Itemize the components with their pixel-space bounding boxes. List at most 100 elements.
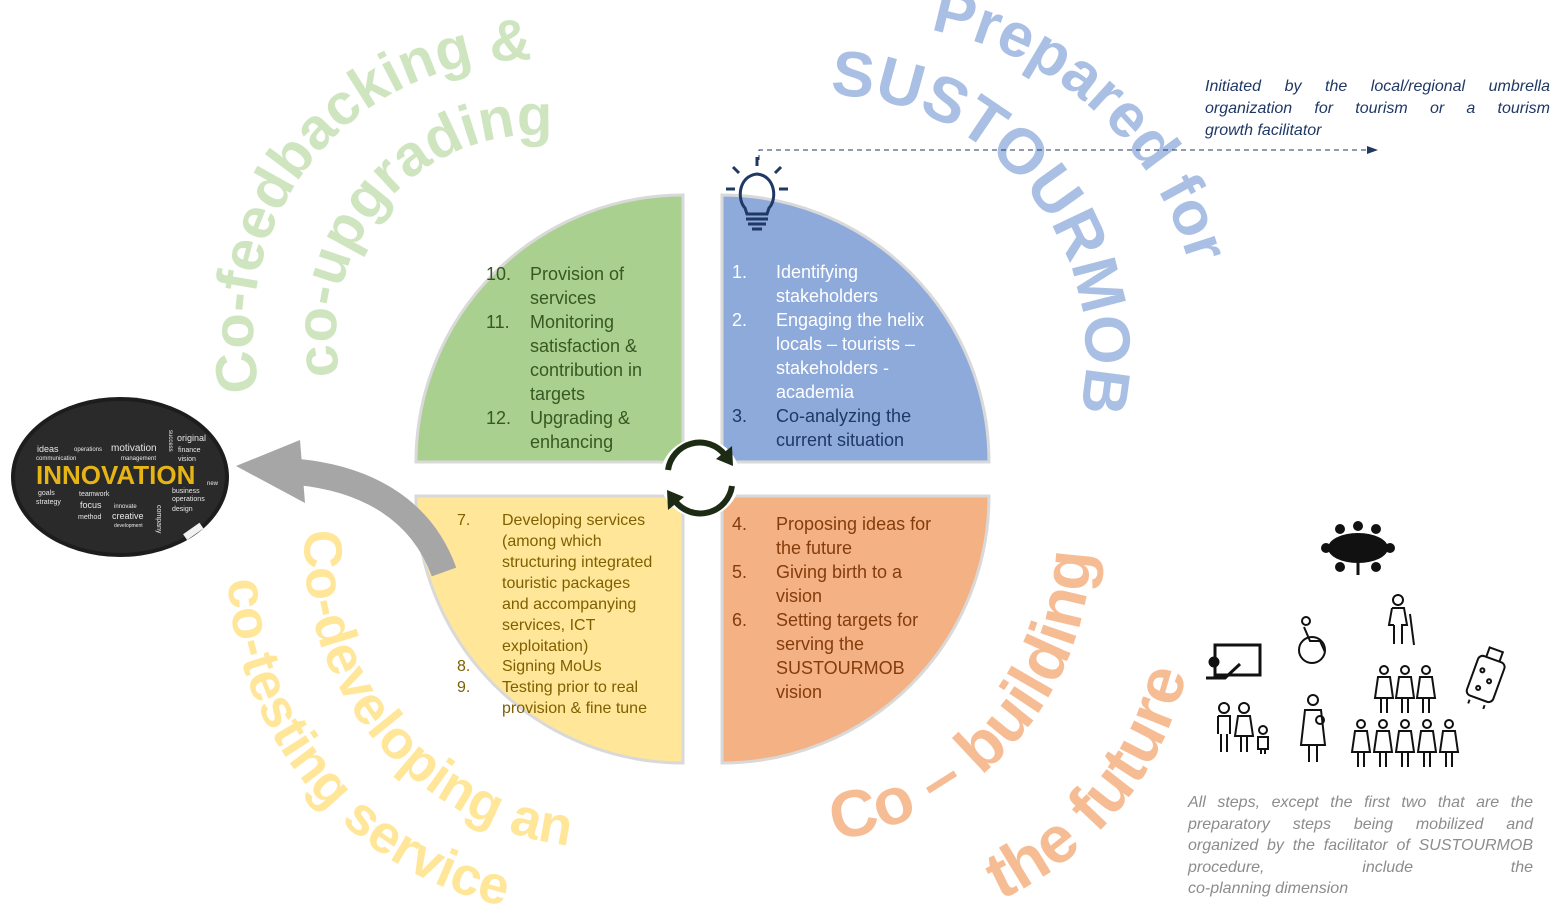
board-word: operations [74, 447, 102, 453]
board-word: original [177, 433, 206, 443]
step-7-line1: Developing services [502, 512, 645, 529]
step-7-line2: (among which [502, 533, 602, 550]
step-11-number: 11. [486, 312, 510, 332]
step-8-number: 8. [457, 658, 470, 675]
cycle-arrows-icon [660, 438, 740, 518]
lightbulb-icon [726, 157, 788, 231]
board-word: communication [36, 456, 76, 462]
step-12-line2: enhancing [530, 432, 613, 452]
board-word: management [121, 456, 156, 462]
curved-arrow-to-innovation [236, 440, 457, 577]
step-2-line1: Engaging the helix [776, 310, 924, 330]
family-icon [1217, 702, 1269, 754]
board-word: teamwork [79, 491, 110, 498]
board-word: new [207, 481, 219, 487]
board-word: strategy [36, 499, 61, 506]
step-9-line1: Testing prior to real [502, 679, 638, 696]
step-9-number: 9. [457, 679, 470, 696]
dashed-pointer-arrow [758, 146, 1378, 160]
step-1-line2: stakeholders [776, 286, 878, 306]
co-planning-note: All steps, except the first two that are… [1188, 792, 1533, 900]
step-7-line6: services, ICT [502, 617, 596, 634]
presenter-icon [1206, 643, 1262, 680]
crowd-row-bottom [1350, 719, 1460, 767]
step-4-line2: the future [776, 538, 852, 558]
step-12-number: 12. [486, 408, 511, 428]
initiator-note-line2: organization for tourism or a tourism [1205, 100, 1550, 117]
step-6-line1: Setting targets for [776, 610, 918, 630]
step-7-line3: structuring integrated [502, 554, 652, 571]
step-2-number: 2. [732, 310, 747, 330]
step-1-line1: Identifying [776, 262, 858, 282]
board-word: goals [38, 490, 55, 497]
co-planning-note-line1: All steps, except the first two that are… [1188, 794, 1533, 811]
step-7-number: 7. [457, 512, 470, 529]
board-word: success [167, 430, 173, 452]
innovation-board-image: INNOVATION ideas operations motivation o… [11, 397, 229, 557]
co-planning-note-line4: SUSTOURMOB procedure, include the [1188, 837, 1533, 876]
co-planning-note-line2: preparatory steps being mobilized and [1188, 815, 1533, 833]
step-11-line4: targets [530, 384, 585, 404]
board-word: finance [178, 447, 201, 454]
step-12-line1: Upgrading & [530, 408, 630, 428]
step-6-number: 6. [732, 610, 747, 630]
step-10-number: 10. [486, 264, 511, 284]
meeting-table-icon [1321, 521, 1395, 575]
step-5-line1: Giving birth to a [776, 562, 903, 582]
step-11-line3: contribution in [530, 360, 642, 380]
step-3-line1: Co-analyzing the [776, 406, 911, 426]
step-8-line1: Signing MoUs [502, 658, 602, 675]
step-7-line5: and accompanying [502, 596, 636, 613]
board-word: vision [178, 456, 196, 463]
steps-bottom-left: 7. Developing services (among which stru… [457, 512, 652, 717]
quadrant-top-left [414, 193, 685, 464]
crowd-row-top [1373, 665, 1437, 713]
crowd-icon [1350, 665, 1460, 767]
board-word: company [155, 505, 162, 534]
step-11-line2: satisfaction & [530, 336, 637, 356]
board-word: creative [112, 511, 144, 521]
step-4-number: 4. [732, 514, 747, 534]
step-1-number: 1. [732, 262, 747, 282]
steps-bottom-right: 4. Proposing ideas for the future 5. Giv… [732, 514, 931, 702]
step-5-number: 5. [732, 562, 747, 582]
parent-with-baby-icon [1299, 694, 1327, 762]
step-4-line1: Proposing ideas for [776, 514, 931, 534]
initiator-note: Initiated by the local/regional umbrella… [1205, 76, 1550, 142]
co-planning-note-line5: co-planning dimension [1188, 880, 1349, 897]
step-6-line3: SUSTOURMOB [776, 658, 905, 678]
step-7-line7: exploitation) [502, 638, 588, 655]
step-2-line4: academia [776, 382, 855, 402]
initiator-note-line3: growth facilitator [1205, 122, 1322, 139]
innovation-headline: INNOVATION [36, 460, 195, 490]
steps-top-right: 1. Identifying stakeholders 2. Engaging … [732, 262, 924, 450]
board-word: development [114, 523, 143, 529]
quadrant-bottom-right [720, 494, 991, 765]
step-3-line2: current situation [776, 430, 904, 450]
lightbulb-reflection [746, 237, 768, 251]
board-word: design [172, 506, 193, 513]
step-3-number: 3. [732, 406, 747, 426]
board-word: method [78, 514, 101, 521]
board-word: focus [80, 500, 102, 510]
initiator-note-line1: Initiated by the local/regional umbrella [1205, 78, 1550, 95]
step-2-line3: stakeholders - [776, 358, 889, 378]
board-word: innovate [114, 504, 137, 510]
board-word: business [172, 488, 200, 495]
step-6-line4: vision [776, 682, 822, 702]
step-11-line1: Monitoring [530, 312, 614, 332]
board-word: motivation [111, 443, 157, 454]
step-9-line2: provision & fine tune [502, 700, 647, 717]
board-word: ideas [37, 444, 59, 454]
step-10-line1: Provision of [530, 264, 625, 284]
luggage-icon [1465, 646, 1506, 710]
wheelchair-icon [1298, 616, 1326, 664]
step-2-line2: locals – tourists – [776, 334, 915, 354]
board-word: operations [172, 496, 205, 503]
step-6-line2: serving the [776, 634, 864, 654]
steps-top-left: 10. Provision of services 11. Monitoring… [486, 264, 642, 452]
step-7-line4: touristic packages [502, 575, 630, 592]
co-planning-note-line3: organized by the facilitator of [1188, 837, 1410, 854]
step-10-line2: services [530, 288, 596, 308]
